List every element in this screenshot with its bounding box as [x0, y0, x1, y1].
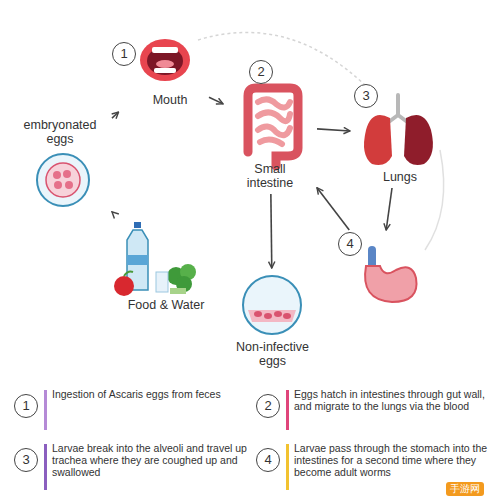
- step-text: Larvae break into the alveoli and travel…: [52, 442, 248, 478]
- egg: [274, 311, 282, 317]
- watermark: 手游网: [446, 482, 484, 496]
- stage-label: Small intestine: [235, 162, 305, 190]
- flow-arrow: [317, 188, 349, 230]
- callout-number: 2: [256, 394, 280, 418]
- lungs-illustration: [364, 95, 433, 165]
- intestine-illustration: [248, 88, 298, 166]
- flow-arrow: [112, 112, 119, 118]
- apple-leaf: [124, 272, 133, 277]
- cell: [65, 181, 73, 189]
- stage-node: embryonated eggs: [15, 118, 110, 210]
- stage-label: Food & Water: [110, 298, 222, 312]
- color-bar: [286, 444, 289, 490]
- mouth-cavity: [147, 47, 183, 75]
- egg: [254, 311, 262, 317]
- teeth: [154, 68, 176, 73]
- flow-arrow: [111, 211, 113, 213]
- stage-node: 3Lungs: [352, 82, 447, 186]
- step-text: Ingestion of Ascaris eggs from feces: [52, 388, 248, 400]
- stage-node: Non-infective eggs: [225, 270, 320, 382]
- callout-number: 1: [14, 394, 38, 418]
- glass: [156, 272, 168, 292]
- food-water-illustration: [114, 222, 196, 296]
- large-intestine: [248, 88, 298, 166]
- step-description: 2 Eggs hatch in intestines through gut wa…: [256, 388, 492, 436]
- callout-number: 3: [14, 448, 38, 472]
- egg-circle: [243, 276, 301, 334]
- color-bar: [44, 390, 47, 430]
- egg: [264, 313, 272, 319]
- stomach: [365, 266, 416, 302]
- mouth-illustration: [140, 39, 190, 81]
- embryo: [46, 163, 80, 197]
- stage-node: Food & Water: [110, 214, 222, 314]
- step-description: 3 Larvae break into the alveoli and trave…: [14, 442, 250, 496]
- cycle-arc: [198, 32, 368, 88]
- bottle-cap: [134, 222, 141, 228]
- small-intestine: [258, 99, 290, 144]
- callout-number: 3: [354, 84, 378, 108]
- cell: [63, 170, 71, 178]
- flow-arrow: [386, 188, 392, 230]
- apple: [114, 276, 134, 296]
- stage-label: Lungs: [364, 170, 436, 184]
- stage-node: 1Mouth: [112, 38, 207, 110]
- egg-circle: [37, 154, 89, 206]
- left-lung: [364, 115, 392, 165]
- egg-pile: [248, 310, 296, 322]
- stage-node: 2Small intestine: [225, 60, 315, 192]
- cell: [53, 171, 61, 179]
- non-infective-eggs-illustration: [243, 276, 301, 334]
- step-description: 1 Ingestion of Ascaris eggs from feces: [14, 388, 250, 436]
- stage-node: 4: [338, 232, 423, 310]
- callout-number: 4: [256, 448, 280, 472]
- embryonated-eggs-illustration: [37, 154, 89, 206]
- bottle-label: [127, 255, 148, 265]
- flow-arrow: [270, 194, 273, 268]
- lips: [140, 39, 190, 81]
- stage-label: embryonated eggs: [15, 118, 105, 146]
- right-lung: [404, 115, 433, 165]
- broccoli-stem: [170, 288, 186, 294]
- flow-arrow: [317, 129, 350, 131]
- callout-number: 1: [112, 42, 136, 66]
- callout-number: 2: [249, 60, 273, 84]
- step-text: Larvae pass through the stomach into the…: [294, 442, 490, 478]
- flow-arrow: [209, 97, 223, 104]
- step-text: Eggs hatch in intestines through gut wal…: [294, 388, 490, 412]
- stomach-illustration: [365, 250, 416, 302]
- egg: [283, 313, 291, 319]
- callout-number: 4: [338, 232, 362, 256]
- tongue: [156, 60, 174, 68]
- cycle-arc: [425, 150, 444, 250]
- color-bar: [44, 444, 47, 490]
- stage-label: Mouth: [135, 93, 205, 107]
- teeth: [152, 47, 178, 53]
- cell: [54, 181, 62, 189]
- color-bar: [286, 390, 289, 430]
- stage-label: Non-infective eggs: [230, 340, 315, 368]
